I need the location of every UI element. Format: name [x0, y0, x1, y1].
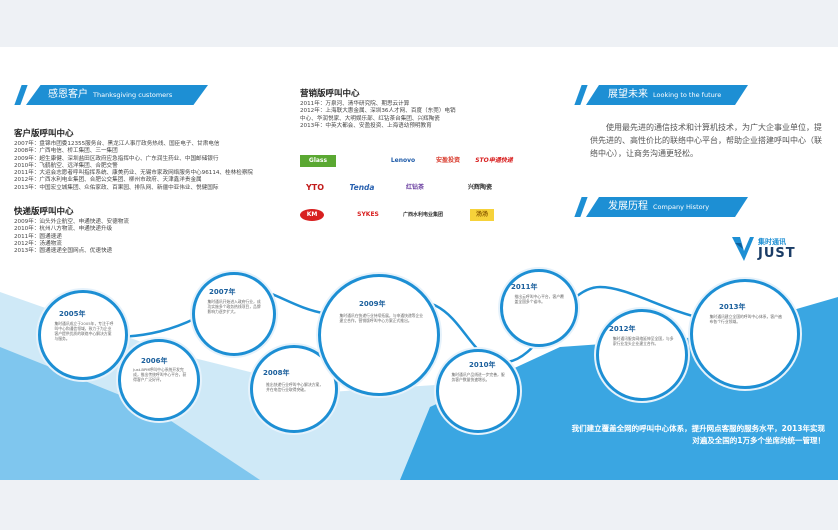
logo-sto: STO申通快递: [475, 157, 513, 164]
timeline-year: 2006年: [141, 357, 168, 365]
vision-header: 展望未来 Looking to the future: [586, 85, 748, 105]
vision-subtitle: Looking to the future: [653, 91, 722, 99]
just-logo-mark-icon: [732, 237, 754, 261]
logo-yto: YTO: [305, 183, 325, 192]
marketing-center-list: 2011年：万泉河、清华研究院、期思云计算 2012年：上海联大惠金属、深圳36…: [300, 101, 456, 129]
marketing-center-title: 营销版呼叫中心: [300, 89, 360, 99]
main-panel: 感恩客户 Thanksgiving customers 客户版呼叫中心 2007年…: [0, 47, 838, 480]
just-logo-en: JUST: [758, 246, 796, 261]
logo-glass: Glass: [300, 155, 336, 167]
timeline-year: 2012年: [609, 325, 636, 333]
timeline-text: Just-BPM呼叫中心系统开发完成，推出传统呼叫中心平台，获得客户广泛好评。: [133, 367, 187, 382]
timeline-circle-2005: 2005年 集时通讯成立于2005年，专注于呼叫中心和通信领域，致力于为企业客户…: [38, 290, 128, 380]
express-center-list: 2009年：汕头外企航空、申通快递、安德物流 2010年：杭州八方物流、申通快递…: [14, 219, 129, 255]
just-logo-cn: 集时通讯: [758, 238, 786, 246]
closing-statement: 我们建立覆盖全网的呼叫中心体系，提升网点客服的服务水平，2013年实现 对遍及全…: [571, 424, 825, 445]
timeline-circle-2008: 2008年 推出快递行业呼叫中心解决方案，并在电信行业取得突破。: [250, 345, 338, 433]
timeline-year: 2013年: [719, 303, 746, 311]
logo-tenda: Tenda: [349, 183, 375, 192]
timeline-circle-2013: 2013年 集时通讯建立全国的呼叫中心体系，客户遍布各个行业领域。: [690, 279, 800, 389]
thanks-subtitle: Thanksgiving customers: [93, 91, 173, 99]
timeline-text: 集时通讯开始进入政府行业，成功实施多个政务热线项目，品牌影响力逐步扩大。: [207, 299, 261, 314]
timeline-circle-2010: 2010年 集时通讯产品线进一步完善，服务客户数量快速增长。: [436, 349, 520, 433]
timeline-circle-2009: 2009年 集时通讯在快递行业持续拓展，与申通快递等企业建立合作，营销版呼叫中心…: [318, 274, 440, 396]
logo-hongzuan: 红钻茶: [405, 184, 424, 191]
timeline-text: 集时通讯成立于2005年，专注于呼叫中心和通信领域，致力于为企业客户提供优质的联…: [54, 321, 114, 341]
logo-xinghui: 兴辉陶瓷: [467, 184, 492, 191]
timeline-text: 集时通讯在快递行业持续拓展，与申通快递等企业建立合作，营销版呼叫中心方案正式推出…: [339, 313, 424, 323]
timeline-year: 2009年: [359, 300, 386, 308]
customer-center-title: 客户版呼叫中心: [14, 129, 74, 139]
timeline-circle-2011: 2011年 推出云呼叫中心平台，客户覆盖全国多个省市。: [500, 269, 578, 347]
logo-lenovo: Lenovo: [390, 157, 416, 164]
history-title: 发展历程: [608, 201, 648, 212]
logo-anying: 安盈投资: [435, 157, 460, 164]
express-center-title: 快递版呼叫中心: [14, 207, 74, 217]
timeline-text: 集时通讯建立全国的呼叫中心体系，客户遍布各个行业领域。: [709, 314, 782, 324]
history-header: 发展历程 Company History: [586, 197, 748, 217]
timeline-circle-2012: 2012年 集时通讯服务网络延伸至全国，与多家行业龙头企业建立合作。: [596, 309, 688, 401]
customer-center-list: 2007年：盘锦市团委12355服务台、黑龙江人事厅政务热线、国臣电子、甘肃电信…: [14, 141, 254, 191]
timeline-text: 推出快递行业呼叫中心解决方案，并在电信行业取得突破。: [266, 382, 324, 392]
logo-guangxi: 广西水利电业集团: [402, 212, 443, 218]
logo-sykes: SYKES: [357, 211, 379, 218]
timeline-year: 2007年: [209, 288, 236, 296]
logo-km: KM: [300, 209, 324, 221]
thanks-header: 感恩客户 Thanksgiving customers: [26, 85, 208, 105]
timeline-year: 2010年: [469, 361, 496, 369]
vision-title: 展望未来: [608, 89, 648, 100]
timeline-year: 2011年: [511, 283, 538, 291]
logo-tangtang: 汤汤: [470, 209, 494, 221]
timeline-year: 2005年: [59, 310, 86, 318]
thanks-title: 感恩客户: [48, 89, 88, 100]
timeline-year: 2008年: [263, 369, 290, 377]
timeline-circle-2006: 2006年 Just-BPM呼叫中心系统开发完成，推出传统呼叫中心平台，获得客户…: [118, 339, 200, 421]
timeline-text: 推出云呼叫中心平台，客户覆盖全国多个省市。: [514, 294, 564, 304]
timeline-text: 集时通讯服务网络延伸至全国，与多家行业龙头企业建立合作。: [612, 336, 674, 346]
vision-text: 使用最先进的通信技术和计算机技术，为广大企事业单位，提供先进的、高性价比的联络中…: [590, 123, 822, 158]
timeline-circle-2007: 2007年 集时通讯开始进入政府行业，成功实施多个政务热线项目，品牌影响力逐步扩…: [192, 272, 276, 356]
history-subtitle: Company History: [653, 203, 710, 211]
timeline-text: 集时通讯产品线进一步完善，服务客户数量快速增长。: [451, 372, 505, 382]
